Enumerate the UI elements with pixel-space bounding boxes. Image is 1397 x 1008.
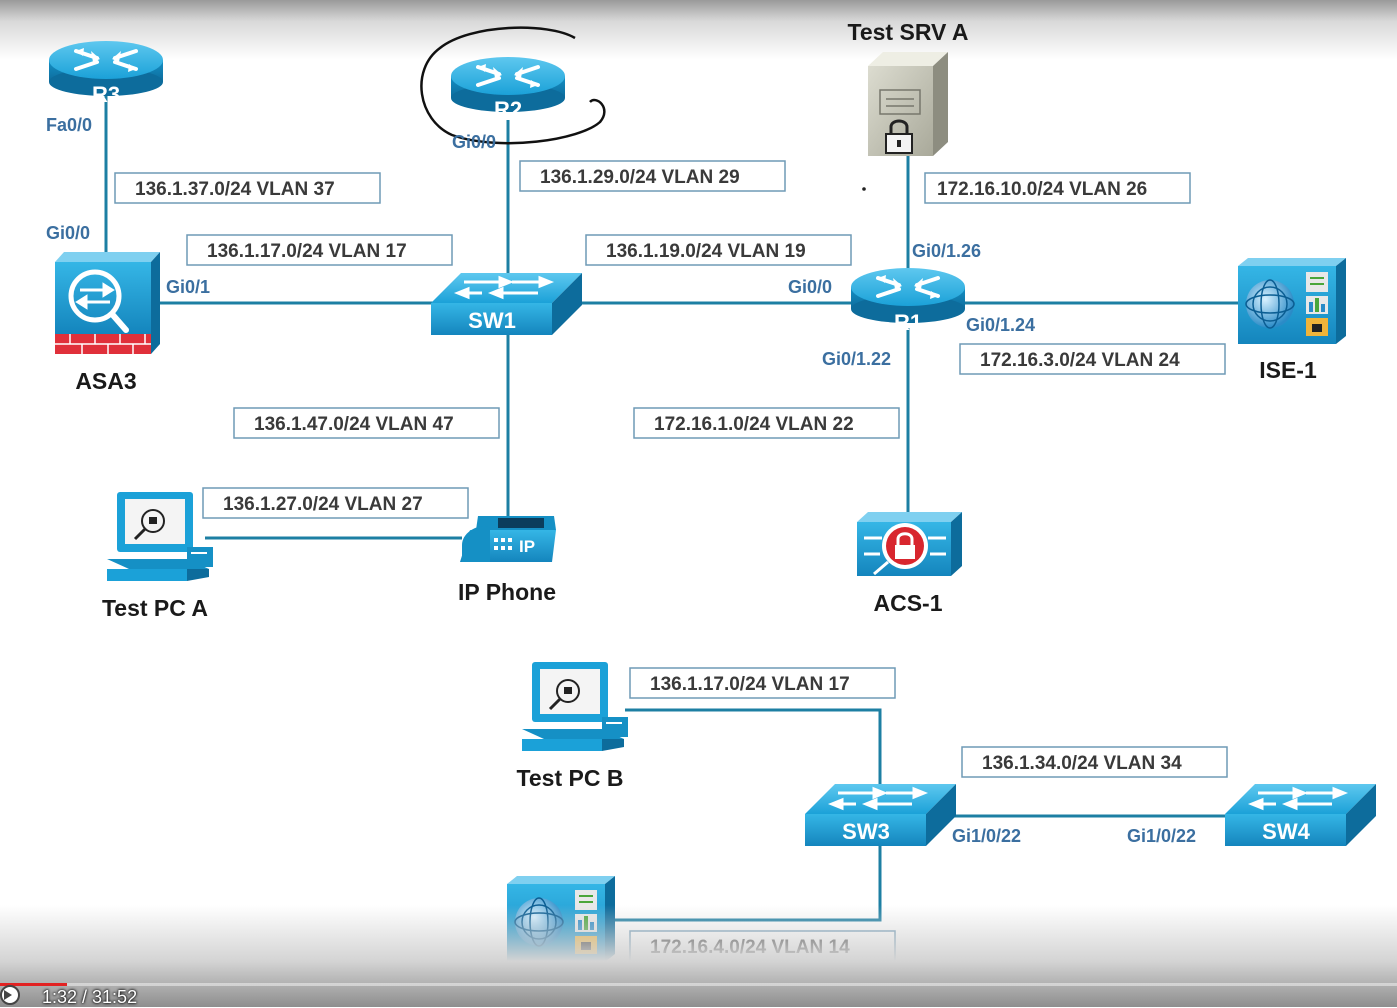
router-r3-label: R3 xyxy=(92,82,120,107)
switch-sw1-label: SW1 xyxy=(468,308,516,333)
router-r3[interactable]: R3 xyxy=(47,39,165,107)
ise-server-ise1[interactable]: ISE-1 xyxy=(1237,257,1347,383)
port-label-sw3-gi1022: Gi1/0/22 xyxy=(952,826,1021,846)
ip-phone[interactable]: IP IP Phone xyxy=(458,516,556,605)
svg-text:172.16.4.0/24 VLAN 14: 172.16.4.0/24 VLAN 14 xyxy=(650,937,850,958)
port-label-r1-gi0124: Gi0/1.24 xyxy=(966,315,1035,335)
annotation-circle xyxy=(420,26,606,145)
subnet-label-vlan17-bottom: 136.1.17.0/24 VLAN 17 xyxy=(629,667,896,699)
svg-text:172.16.3.0/24 VLAN 24: 172.16.3.0/24 VLAN 24 xyxy=(980,350,1180,371)
port-label-r1-gi00: Gi0/0 xyxy=(788,277,832,297)
svg-text:136.1.47.0/24 VLAN 47: 136.1.47.0/24 VLAN 47 xyxy=(254,414,454,435)
port-label-r3-fa00: Fa0/0 xyxy=(46,115,92,135)
server-test-srv-a-label: Test SRV A xyxy=(848,19,969,45)
ise-server-ise2[interactable]: ISE-2 xyxy=(506,875,616,1000)
svg-text:136.1.17.0/24 VLAN 17: 136.1.17.0/24 VLAN 17 xyxy=(650,674,850,695)
subnet-label-vlan37: 136.1.37.0/24 VLAN 37 xyxy=(114,172,381,204)
pc-test-pc-b-label: Test PC B xyxy=(517,765,624,791)
svg-text:136.1.19.0/24 VLAN 19: 136.1.19.0/24 VLAN 19 xyxy=(606,241,806,262)
subnet-label-vlan47: 136.1.47.0/24 VLAN 47 xyxy=(233,407,500,439)
progress-track[interactable] xyxy=(0,983,1397,986)
switch-sw1[interactable]: SW1 xyxy=(429,271,584,337)
ise-server-ise1-label: ISE-1 xyxy=(1259,357,1317,383)
pc-test-pc-b[interactable]: Test PC B xyxy=(517,660,630,791)
play-icon[interactable] xyxy=(0,985,20,1005)
svg-text:172.16.10.0/24 VLAN 26: 172.16.10.0/24 VLAN 26 xyxy=(937,179,1147,200)
subnet-label-vlan19: 136.1.19.0/24 VLAN 19 xyxy=(585,234,852,266)
port-label-asa3-gi00: Gi0/0 xyxy=(46,223,90,243)
pc-icon xyxy=(105,490,215,583)
port-label-sw4-gi1022: Gi1/0/22 xyxy=(1127,826,1196,846)
port-label-r1-gi0126: Gi0/1.26 xyxy=(912,241,981,261)
port-label-asa3-gi01: Gi0/1 xyxy=(166,277,210,297)
acs-icon xyxy=(857,512,962,576)
svg-text:136.1.29.0/24 VLAN 29: 136.1.29.0/24 VLAN 29 xyxy=(540,167,740,188)
switch-sw4-label: SW4 xyxy=(1262,819,1310,844)
subnet-label-vlan22: 172.16.1.0/24 VLAN 22 xyxy=(633,407,900,439)
ise-icon xyxy=(1237,257,1347,345)
subnet-label-vlan14: 172.16.4.0/24 VLAN 14 xyxy=(629,930,896,962)
port-label-r1-gi0122: Gi0/1.22 xyxy=(822,349,891,369)
progress-fill xyxy=(0,983,68,986)
stray-dot xyxy=(862,187,866,191)
router-r2[interactable]: R2 xyxy=(449,55,567,122)
svg-text:136.1.34.0/24 VLAN 34: 136.1.34.0/24 VLAN 34 xyxy=(982,753,1182,774)
switch-sw3[interactable]: SW3 xyxy=(803,782,958,848)
pc-icon xyxy=(520,660,630,753)
ip-phone-label: IP Phone xyxy=(458,579,556,605)
server-icon xyxy=(868,52,948,156)
firewall-asa3-label: ASA3 xyxy=(75,368,136,394)
connection-wires xyxy=(104,90,1240,922)
time-display: 1:32 / 31:52 xyxy=(42,987,138,1007)
firewall-asa3[interactable]: ASA3 xyxy=(55,252,160,394)
svg-text:136.1.17.0/24 VLAN 17: 136.1.17.0/24 VLAN 17 xyxy=(207,241,407,262)
acs-server-acs1[interactable]: ACS-1 xyxy=(857,512,962,616)
svg-text:172.16.1.0/24 VLAN 22: 172.16.1.0/24 VLAN 22 xyxy=(654,414,854,435)
ise-icon xyxy=(506,875,616,963)
server-test-srv-a[interactable]: Test SRV A xyxy=(848,19,969,156)
subnet-label-vlan29: 136.1.29.0/24 VLAN 29 xyxy=(519,160,786,192)
router-r1-label: R1 xyxy=(894,310,922,335)
switch-sw3-label: SW3 xyxy=(842,819,890,844)
subnet-label-vlan24: 172.16.3.0/24 VLAN 24 xyxy=(959,343,1226,375)
ip-phone-badge: IP xyxy=(519,537,535,556)
router-r1[interactable]: R1 xyxy=(849,266,967,335)
phone-icon: IP xyxy=(460,516,556,562)
acs-server-acs1-label: ACS-1 xyxy=(873,590,942,616)
switch-sw4[interactable]: SW4 xyxy=(1223,782,1378,848)
subnet-label-vlan27: 136.1.27.0/24 VLAN 27 xyxy=(202,487,469,519)
port-label-r2-gi00: Gi0/0 xyxy=(452,132,496,152)
subnet-label-vlan34: 136.1.34.0/24 VLAN 34 xyxy=(961,746,1228,778)
pc-test-pc-a[interactable]: Test PC A xyxy=(102,490,215,621)
svg-text:136.1.27.0/24 VLAN 27: 136.1.27.0/24 VLAN 27 xyxy=(223,494,423,515)
subnet-label-vlan17-top: 136.1.17.0/24 VLAN 17 xyxy=(186,234,453,266)
svg-text:136.1.37.0/24 VLAN 37: 136.1.37.0/24 VLAN 37 xyxy=(135,179,335,200)
video-player-bar[interactable]: 1:32 / 31:52 xyxy=(0,983,1397,1007)
firewall-icon xyxy=(55,252,160,354)
pc-test-pc-a-label: Test PC A xyxy=(102,595,208,621)
router-r2-label: R2 xyxy=(494,97,522,122)
subnet-label-vlan26: 172.16.10.0/24 VLAN 26 xyxy=(924,172,1191,204)
